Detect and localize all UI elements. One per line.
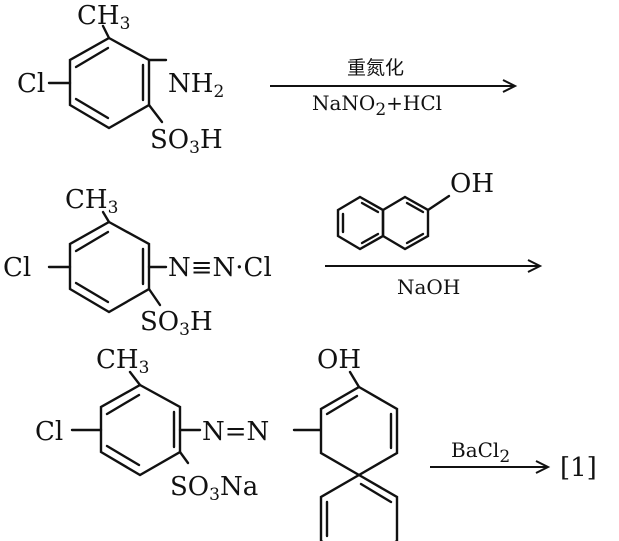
sulfonic-acid-label: SO3H [140,307,213,340]
ring-double-bond [74,230,110,253]
bond-to-hydroxyl [348,370,361,389]
chloro-label: Cl [3,253,31,283]
ring-double-bond [74,46,110,69]
ring-double-bond [405,232,425,245]
naphthol-ring-bottom [319,473,399,541]
step2-diazonium: CH3 Cl N≡N·Cl SO3H [3,185,272,340]
sodium-sulfonate-label: SO3Na [170,472,258,505]
reaction-arrow-head [502,79,518,93]
bond-to-sulfo [147,103,164,124]
bond-to-methyl [101,24,111,40]
naphthol-reagent: OH [336,169,494,251]
bond-to-methyl [128,370,142,387]
reaction-arrow-head [535,460,551,474]
ring-double-bond [360,201,380,214]
amine-label: NH2 [168,69,224,102]
step3-arrow: BaCl2 [1] [430,438,597,483]
hydroxyl-label: OH [317,345,361,375]
ring-double-bond [359,482,393,504]
azo-group-label: N=N [202,417,269,447]
naphthalene-ring-left [336,195,385,251]
methyl-label: CH3 [77,1,130,34]
ring-double-bond [74,281,110,304]
condition-diazotization: 重氮化 [347,57,404,79]
naphthol-ring-top [319,385,399,477]
bond-to-methyl [101,210,111,224]
condition-nitrite-acid: NaNO2+HCl [312,91,442,120]
step2-arrow: NaOH [325,259,543,299]
product-placeholder: [1] [560,453,597,483]
bond-to-sulfo [147,287,162,307]
step1-reactant: CH3 Cl NH2 SO3H [17,1,224,158]
benzene-ring [68,220,151,314]
ring-double-bond [105,393,141,416]
ring-double-bond [325,394,359,416]
step3-azo-dye: CH3 Cl N=N SO3Na OH [35,345,399,541]
ring-double-bond [74,97,110,120]
naphthalene-ring-right [381,195,430,251]
reaction-arrow-head [527,259,543,273]
ring-double-bond [360,232,380,245]
methyl-label: CH3 [65,185,118,218]
bond-to-hydroxyl [426,194,451,212]
ring-double-bond [405,201,425,214]
hydroxyl-label: OH [450,169,494,199]
chloro-label: Cl [17,69,45,99]
benzene-ring [68,36,151,130]
condition-barium-chloride: BaCl2 [451,438,510,467]
diazonium-chloride-label: N≡N·Cl [168,253,272,283]
bond-to-sulfo [178,450,190,465]
step1-arrow: 重氮化 NaNO2+HCl [270,57,518,120]
condition-base: NaOH [397,275,460,299]
benzene-ring [99,383,182,477]
chloro-label: Cl [35,417,63,447]
sulfonic-acid-label: SO3H [150,125,223,158]
methyl-label: CH3 [96,345,149,378]
ring-double-bond [105,444,141,467]
